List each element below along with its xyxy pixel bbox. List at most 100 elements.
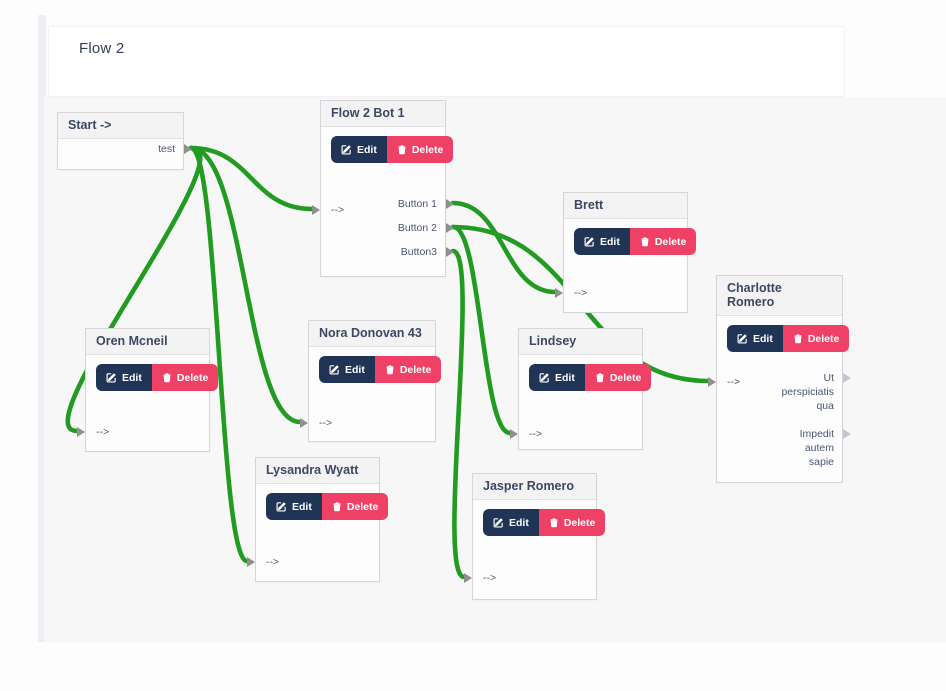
flow-edge[interactable] (450, 200, 558, 295)
delete-button-label: Delete (399, 363, 432, 376)
edit-icon (539, 372, 550, 383)
trash-icon (793, 333, 803, 344)
edit-button[interactable]: Edit (574, 228, 630, 255)
flow-edge[interactable] (188, 145, 250, 564)
delete-button[interactable]: Delete (782, 325, 850, 352)
output-port[interactable] (843, 429, 851, 439)
output-label: Button 1 (397, 198, 437, 210)
input-label: --> (529, 428, 543, 440)
input-port[interactable] (510, 429, 518, 439)
flow-edge[interactable] (188, 145, 315, 212)
flow-node-nora[interactable]: Nora Donovan 43 Edit Delete --> (300, 320, 442, 442)
edit-button-label: Edit (600, 235, 620, 248)
edit-button[interactable]: Edit (319, 356, 375, 383)
flow-edge[interactable] (188, 145, 303, 425)
delete-button-label: Delete (176, 371, 209, 384)
output-label: Button3 (400, 246, 437, 258)
output-label: Button 2 (397, 222, 437, 234)
output-port[interactable] (843, 373, 851, 383)
trash-icon (332, 501, 342, 512)
input-label: --> (483, 572, 497, 584)
trash-icon (549, 517, 559, 528)
input-port[interactable] (247, 557, 255, 567)
edit-icon (737, 333, 748, 344)
edit-icon (341, 144, 352, 155)
node-title: Lindsey (519, 329, 642, 355)
trash-icon (640, 236, 650, 247)
delete-button[interactable]: Delete (151, 364, 219, 391)
node-title: Lysandra Wyatt (256, 458, 379, 484)
page-title: Flow 2 (79, 40, 125, 57)
delete-button-label: Delete (807, 332, 840, 345)
edit-icon (584, 236, 595, 247)
input-port[interactable] (77, 427, 85, 437)
edit-button[interactable]: Edit (96, 364, 152, 391)
left-gutter (38, 15, 46, 642)
input-port[interactable] (555, 288, 563, 298)
trash-icon (595, 372, 605, 383)
edit-button[interactable]: Edit (331, 136, 387, 163)
edit-icon (106, 372, 117, 383)
node-title: Brett (564, 193, 687, 219)
output-port[interactable] (446, 223, 454, 233)
node-actions: Edit Delete (529, 364, 652, 391)
output-port[interactable] (446, 247, 454, 257)
edit-icon (276, 501, 287, 512)
delete-button[interactable]: Delete (629, 228, 697, 255)
input-label: --> (727, 376, 741, 388)
edit-button[interactable]: Edit (727, 325, 783, 352)
input-port[interactable] (300, 418, 308, 428)
edit-button-label: Edit (345, 363, 365, 376)
node-actions: Edit Delete (266, 493, 389, 520)
flow-edge[interactable] (450, 224, 513, 436)
edit-icon (493, 517, 504, 528)
flow-node-start[interactable]: Start ->test (57, 112, 192, 170)
output-port[interactable] (446, 199, 454, 209)
edit-button-label: Edit (357, 143, 377, 156)
delete-button[interactable]: Delete (584, 364, 652, 391)
delete-button-label: Delete (346, 500, 379, 513)
delete-button-label: Delete (563, 516, 596, 529)
trash-icon (397, 144, 407, 155)
input-label: --> (331, 204, 345, 216)
node-actions: Edit Delete (483, 509, 606, 536)
node-actions: Edit Delete (574, 228, 697, 255)
trash-icon (162, 372, 172, 383)
edit-button[interactable]: Edit (483, 509, 539, 536)
input-port[interactable] (464, 573, 472, 583)
input-port[interactable] (312, 205, 320, 215)
input-port[interactable] (708, 377, 716, 387)
input-label: --> (574, 287, 588, 299)
node-actions: Edit Delete (319, 356, 442, 383)
delete-button-label: Delete (411, 143, 444, 156)
output-label: test (158, 143, 175, 155)
output-port[interactable] (184, 144, 192, 154)
edit-button[interactable]: Edit (266, 493, 322, 520)
delete-button[interactable]: Delete (374, 356, 442, 383)
edit-button-label: Edit (292, 500, 312, 513)
delete-button-label: Delete (654, 235, 687, 248)
node-actions: Edit Delete (331, 136, 454, 163)
delete-button[interactable]: Delete (321, 493, 389, 520)
input-label: --> (96, 426, 110, 438)
flow-edge[interactable] (450, 248, 467, 580)
node-actions: Edit Delete (96, 364, 219, 391)
delete-button[interactable]: Delete (538, 509, 606, 536)
edit-button-label: Edit (555, 371, 575, 384)
delete-button[interactable]: Delete (386, 136, 454, 163)
edit-button[interactable]: Edit (529, 364, 585, 391)
node-title: Jasper Romero (473, 474, 596, 500)
edit-icon (329, 364, 340, 375)
input-label: --> (319, 417, 333, 429)
node-title: Nora Donovan 43 (309, 321, 435, 347)
